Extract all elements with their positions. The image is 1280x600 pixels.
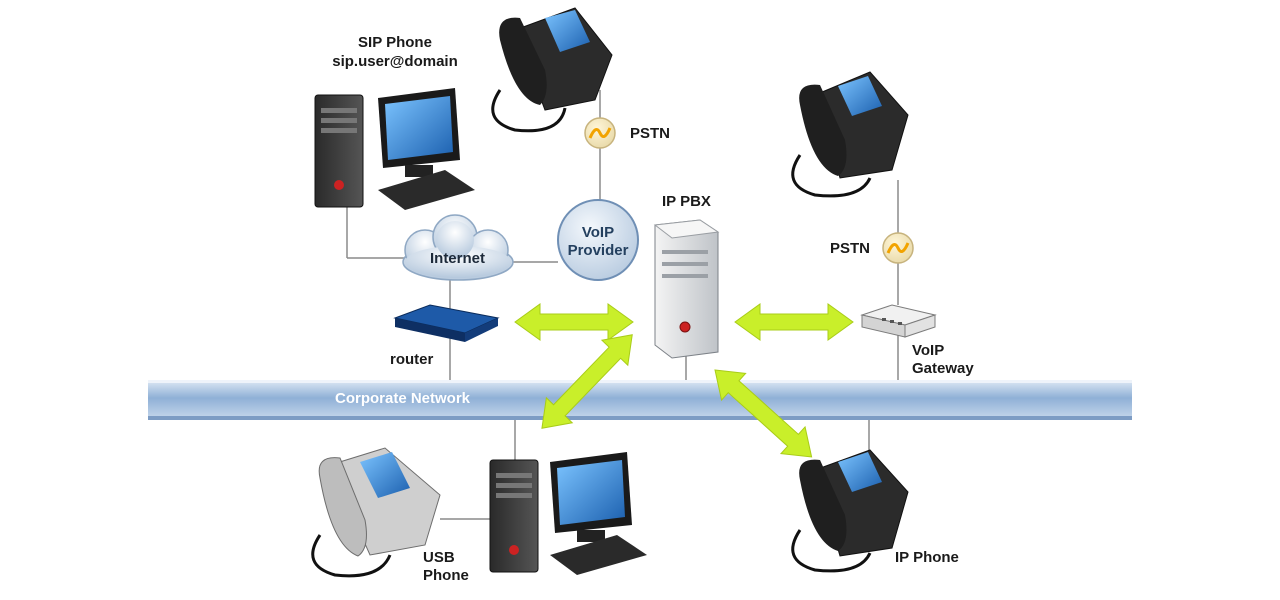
top-pstn-phone [491, 7, 613, 133]
usb-phone-device [311, 447, 441, 578]
pstn-top-label: PSTN [630, 125, 671, 142]
arrow-pbx-usb-phone [541, 334, 633, 429]
usb-phone-label-line1: USB [423, 549, 455, 566]
ip-pbx-label: IP PBX [662, 193, 711, 210]
connection-lines [346, 90, 899, 520]
right-pstn-phone [791, 71, 909, 198]
voip-provider-label-line1: VoIP [581, 224, 615, 241]
ip-pbx-server [653, 219, 720, 359]
sip-phone-computer [314, 88, 475, 210]
bottom-computer [489, 452, 647, 575]
voip-provider-bubble [557, 199, 639, 281]
arrow-pbx-gateway [734, 303, 854, 341]
internet-label: Internet [429, 250, 485, 267]
arrows [514, 303, 854, 458]
voip-gateway-label-line1: VoIP [912, 342, 945, 359]
voip-gateway-label-line2: Gateway [912, 360, 974, 377]
pstn-right-symbol [882, 232, 914, 264]
sip-phone-title: SIP Phone [358, 34, 432, 51]
pstn-right-label: PSTN [830, 240, 871, 257]
voip-gateway-device [860, 304, 937, 338]
arrow-router-pbx [514, 303, 634, 341]
ip-phone-device [791, 449, 909, 573]
pstn-top-symbol [584, 117, 616, 149]
usb-phone-label-line2: Phone [423, 567, 469, 584]
arrow-pbx-ip-phone [714, 369, 813, 458]
sip-phone-address: sip.user@domain [332, 53, 458, 70]
voip-provider-label-line2: Provider [567, 242, 629, 259]
corporate-network-label: Corporate Network [335, 390, 471, 407]
internet-cloud [402, 214, 514, 281]
router-device [393, 304, 500, 342]
corporate-network-bar [148, 380, 1132, 420]
router-label: router [390, 351, 434, 368]
ip-phone-label: IP Phone [895, 549, 959, 566]
